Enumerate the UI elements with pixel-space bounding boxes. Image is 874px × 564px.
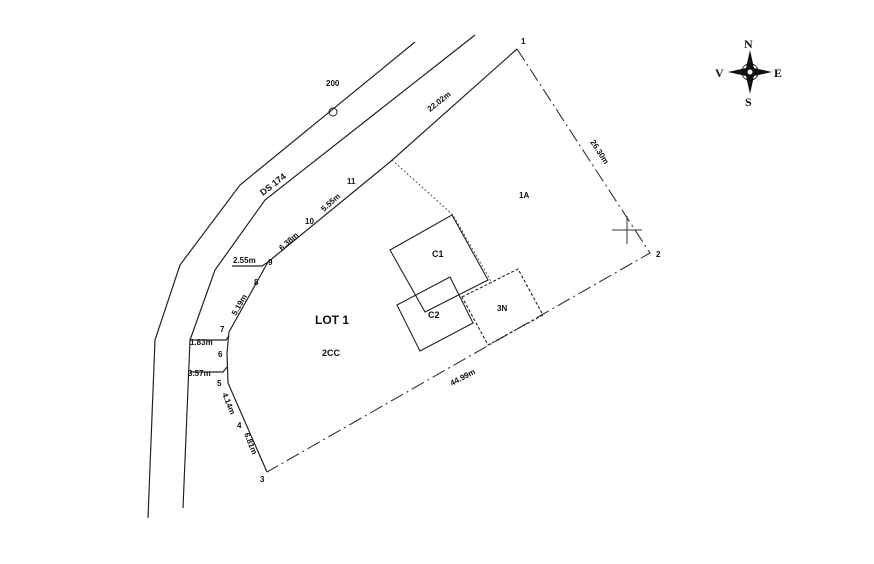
offset-2-55 xyxy=(232,261,269,267)
lot-boundary-street xyxy=(226,48,518,473)
point-10: 10 xyxy=(305,217,314,226)
point-1: 1 xyxy=(521,37,526,46)
distance-5-6: 3.57m xyxy=(188,369,211,378)
zone-divider xyxy=(391,159,493,284)
survey-marker-icon xyxy=(612,216,642,244)
point-8: 8 xyxy=(254,278,259,287)
point-5: 5 xyxy=(217,379,222,388)
building-c1 xyxy=(389,214,489,313)
distance-6-7: 1.83m xyxy=(190,338,213,347)
compass-north: N xyxy=(744,37,753,51)
building-3n xyxy=(461,268,544,346)
point-9: 9 xyxy=(268,258,273,267)
building-label-3n: 3N xyxy=(497,304,507,313)
distance-8-9: 2.55m xyxy=(233,256,256,265)
distance-1-2: 26.30m xyxy=(588,138,610,166)
road-edge-outer xyxy=(147,41,416,519)
point-7: 7 xyxy=(220,325,225,334)
distance-3-4: 6.81m xyxy=(242,431,259,455)
point-6: 6 xyxy=(218,350,223,359)
building-label-c1: C1 xyxy=(432,249,444,259)
distance-9-10: 6.38m xyxy=(277,231,300,253)
building-c2 xyxy=(396,276,474,352)
compass-east: E xyxy=(774,66,782,80)
pole-icon xyxy=(328,107,338,117)
zone-label: 1A xyxy=(519,191,529,200)
lot-title: LOT 1 xyxy=(315,313,349,327)
point-2: 2 xyxy=(656,250,661,259)
compass-west: V xyxy=(715,66,724,80)
lot-boundary-rear xyxy=(266,48,651,473)
parcel-number: 200 xyxy=(326,79,340,88)
compass-rose-icon xyxy=(728,50,772,94)
point-3: 3 xyxy=(260,475,265,484)
building-label-c2: C2 xyxy=(428,310,440,320)
distance-7-8: 5.19m xyxy=(230,293,249,317)
point-4: 4 xyxy=(237,421,242,430)
offset-1-83 xyxy=(190,335,230,341)
point-11: 11 xyxy=(347,177,356,186)
lot-code: 2CC xyxy=(322,348,341,358)
offset-3-57 xyxy=(190,366,228,373)
compass-south: S xyxy=(745,95,752,109)
distance-2-3: 44.99m xyxy=(449,367,477,388)
distance-4-5: 4.14m xyxy=(220,391,237,415)
road-edge-inner xyxy=(182,34,476,509)
